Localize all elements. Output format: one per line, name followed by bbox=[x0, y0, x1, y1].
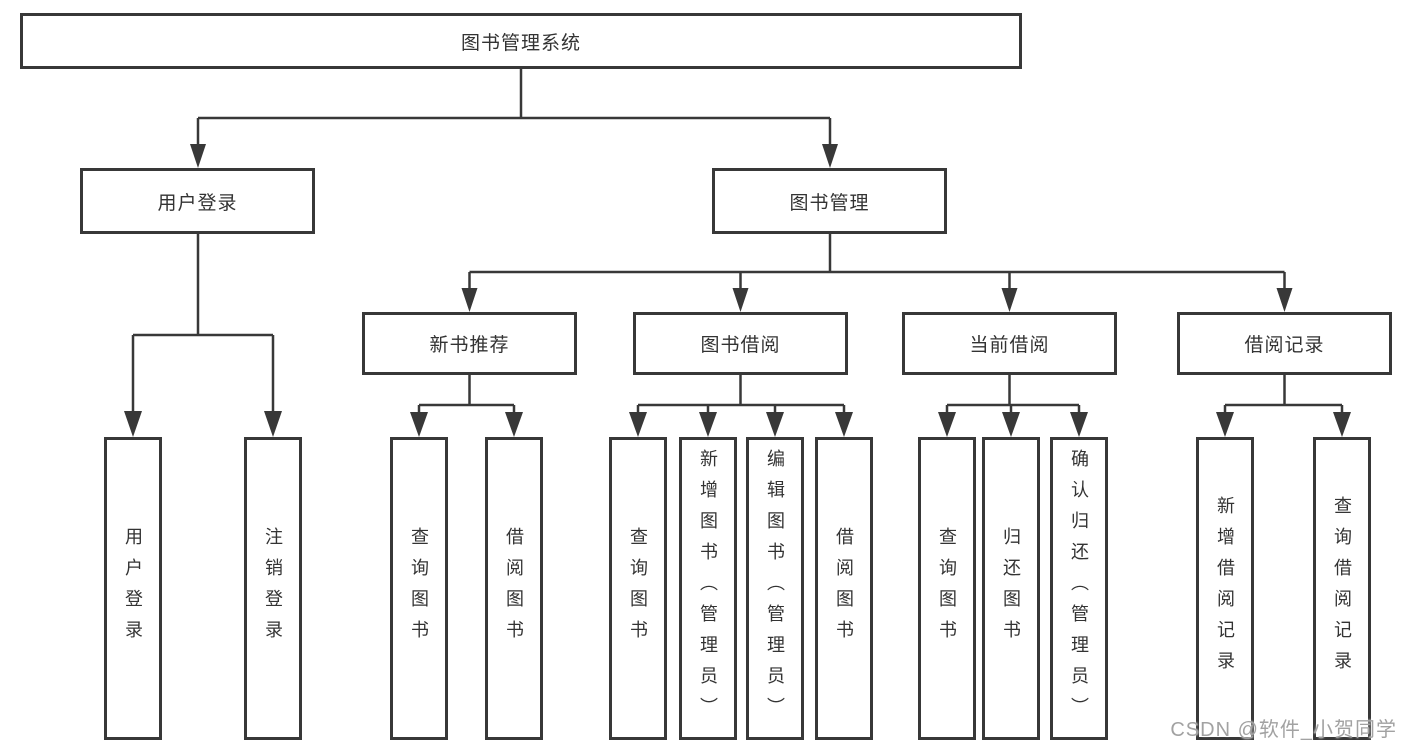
leaf-label: 查询图书 bbox=[628, 526, 648, 651]
leaf-confirm-return-admin: 确认归还（管理员） bbox=[1050, 437, 1108, 740]
leaf-query-books-recommend: 查询图书 bbox=[390, 437, 448, 740]
leaf-query-books-current: 查询图书 bbox=[918, 437, 976, 740]
leaf-logout: 注销登录 bbox=[244, 437, 302, 740]
node-label: 借阅记录 bbox=[1244, 335, 1325, 356]
leaf-label: 新增借阅记录 bbox=[1215, 495, 1235, 682]
leaf-label: 查询图书 bbox=[937, 526, 957, 651]
leaf-label: 借阅图书 bbox=[834, 526, 854, 651]
leaf-add-borrow-record: 新增借阅记录 bbox=[1196, 437, 1254, 740]
leaf-label: 新增图书（管理员） bbox=[698, 449, 718, 728]
leaf-add-books-admin: 新增图书（管理员） bbox=[679, 437, 737, 740]
node-new-book-recommend: 新书推荐 bbox=[362, 312, 577, 375]
node-book-borrowing: 图书借阅 bbox=[633, 312, 848, 375]
node-library-management-system: 图书管理系统 bbox=[20, 13, 1022, 69]
node-label: 图书管理系统 bbox=[460, 32, 581, 54]
leaf-label: 查询借阅记录 bbox=[1332, 495, 1352, 682]
node-label: 图书借阅 bbox=[700, 335, 781, 356]
node-label: 新书推荐 bbox=[429, 335, 510, 356]
leaf-label: 注销登录 bbox=[263, 526, 283, 651]
leaf-borrow-books-recommend: 借阅图书 bbox=[485, 437, 543, 740]
leaf-return-books: 归还图书 bbox=[982, 437, 1040, 740]
leaf-label: 查询图书 bbox=[409, 526, 429, 651]
leaf-query-borrow-record: 查询借阅记录 bbox=[1313, 437, 1371, 740]
leaf-borrow-books: 借阅图书 bbox=[815, 437, 873, 740]
node-current-borrowing: 当前借阅 bbox=[902, 312, 1117, 375]
leaf-label: 编辑图书（管理员） bbox=[765, 449, 785, 728]
leaf-edit-books-admin: 编辑图书（管理员） bbox=[746, 437, 804, 740]
leaf-label: 用户登录 bbox=[123, 526, 143, 651]
leaf-label: 借阅图书 bbox=[504, 526, 524, 651]
leaf-query-books-borrowing: 查询图书 bbox=[609, 437, 667, 740]
node-label: 当前借阅 bbox=[969, 335, 1050, 356]
node-label: 用户登录 bbox=[157, 192, 238, 214]
node-label: 图书管理 bbox=[789, 192, 870, 214]
leaf-user-login: 用户登录 bbox=[104, 437, 162, 740]
leaf-label: 确认归还（管理员） bbox=[1069, 449, 1089, 728]
node-borrowing-records: 借阅记录 bbox=[1177, 312, 1392, 375]
node-user-login: 用户登录 bbox=[80, 168, 315, 234]
node-book-management: 图书管理 bbox=[712, 168, 947, 234]
leaf-label: 归还图书 bbox=[1001, 526, 1021, 651]
